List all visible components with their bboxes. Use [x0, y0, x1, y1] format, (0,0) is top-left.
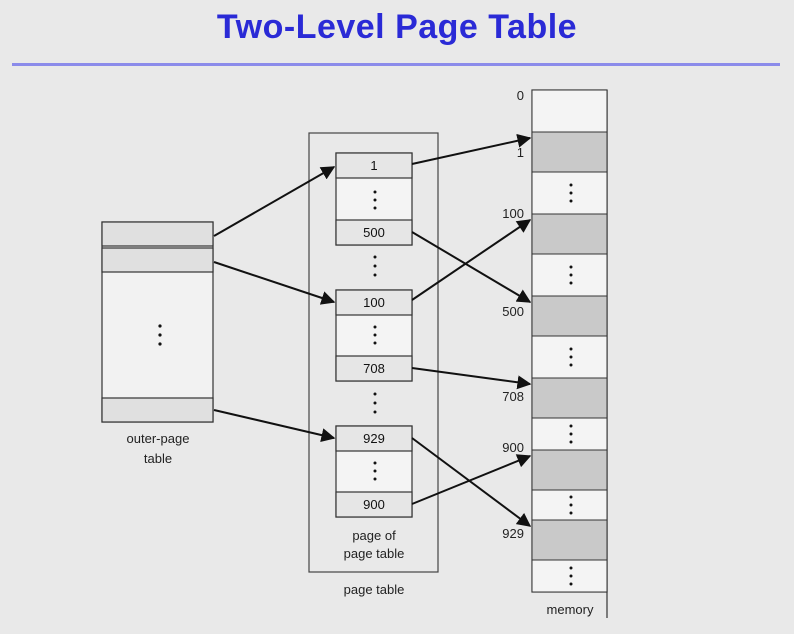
arrow-outer1-to-seg2 [213, 261, 336, 305]
entry-708 [335, 355, 413, 382]
arrow-outerlast-to-seg3 [213, 409, 336, 442]
arrow-929-to-frame929 [411, 437, 532, 527]
page-of-page-table-label-1: page of [352, 528, 396, 543]
addr-708: 708 [502, 389, 524, 404]
outer-ellipsis [158, 324, 162, 346]
addr-1: 1 [517, 145, 524, 160]
ellipsis [373, 461, 377, 481]
arrow-100-to-frame100 [411, 219, 532, 301]
arrow-900-to-frame900 [411, 454, 532, 505]
outer-entry-last [101, 397, 214, 423]
addr-900: 900 [502, 440, 524, 455]
outer-entry-0 [101, 221, 214, 247]
ellipsis [373, 325, 377, 345]
mapping-arrows [213, 133, 532, 527]
entry-100-text: 100 [363, 295, 385, 310]
ellipsis [569, 347, 573, 367]
outer-page-table [101, 221, 214, 423]
title-underline [12, 63, 780, 66]
memory-label: memory [547, 602, 594, 617]
ellipsis [569, 265, 573, 285]
entry-900 [335, 491, 413, 518]
entry-500-text: 500 [363, 225, 385, 240]
ellipsis [373, 190, 377, 210]
entry-100 [335, 289, 413, 316]
entry-708-text: 708 [363, 361, 385, 376]
ellipsis [569, 495, 573, 515]
arrow-500-to-frame500 [411, 231, 532, 303]
ellipsis-between-2-3 [373, 392, 377, 414]
addr-0: 0 [517, 88, 524, 103]
frame-900 [531, 449, 608, 491]
page-table-label: page table [344, 582, 405, 597]
addr-500: 500 [502, 304, 524, 319]
entry-1 [335, 152, 413, 179]
ellipsis [569, 424, 573, 444]
ellipsis [569, 183, 573, 203]
entry-1-text: 1 [370, 158, 377, 173]
entry-929 [335, 425, 413, 452]
inner-page-table-3: 929 900 [335, 425, 413, 518]
page-of-page-table-label-2: page table [344, 546, 405, 561]
outer-entry-1 [101, 247, 214, 273]
frame-100 [531, 213, 608, 255]
memory-column [531, 89, 608, 618]
entry-500 [335, 219, 413, 246]
outer-page-table-label-2: table [144, 451, 172, 466]
ellipsis-between-1-2 [373, 255, 377, 277]
ellipsis [569, 566, 573, 586]
arrow-1-to-frame1 [411, 133, 532, 165]
entry-900-text: 900 [363, 497, 385, 512]
page-table-box [308, 132, 439, 573]
inner-page-table-2: 100 708 [335, 289, 413, 382]
frame-500 [531, 295, 608, 337]
addr-929: 929 [502, 526, 524, 541]
arrow-708-to-frame708 [411, 367, 532, 390]
addr-100: 100 [502, 206, 524, 221]
frame-1 [531, 131, 608, 173]
inner-page-table-1: 1 500 [335, 152, 413, 246]
outer-page-table-label-1: outer-page [127, 431, 190, 446]
frame-929 [531, 519, 608, 561]
entry-929-text: 929 [363, 431, 385, 446]
frame-0 [531, 89, 608, 133]
arrow-outer0-to-seg1 [213, 166, 336, 237]
slide-title: Two-Level Page Table [216, 8, 578, 46]
frame-708 [531, 377, 608, 419]
